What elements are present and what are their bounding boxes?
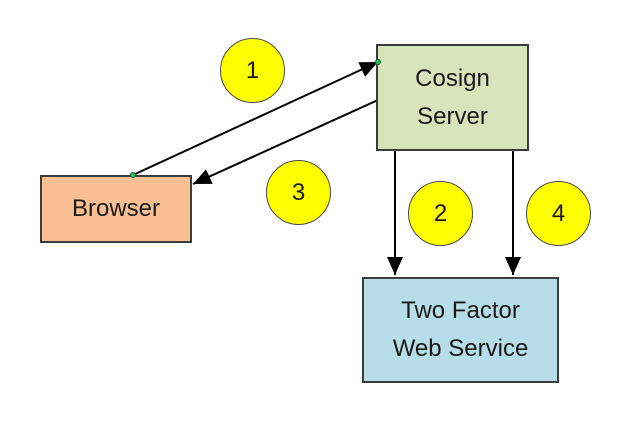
- browser-label: Browser: [71, 195, 161, 222]
- twofactor-label-line2: Web Service: [392, 335, 529, 362]
- browser-node: Browser: [40, 175, 192, 243]
- cosign-label-line2: Server: [417, 102, 488, 130]
- step-number-2: 2: [433, 199, 448, 227]
- twofactor-label-line1: Two Factor: [401, 297, 520, 324]
- connector-handle-cosign[interactable]: [375, 59, 381, 65]
- step-number-4: 4: [551, 199, 566, 227]
- step-badge-4: 4: [526, 181, 591, 246]
- step-badge-1: 1: [220, 38, 285, 103]
- connector-step-3: [192, 99, 379, 185]
- cosign-server-node: Cosign Server: [376, 44, 529, 151]
- step-badge-3: 3: [266, 160, 331, 225]
- connector-handle-browser[interactable]: [130, 172, 136, 178]
- cosign-label-line1: Cosign: [415, 64, 490, 92]
- step-number-3: 3: [291, 178, 306, 206]
- step-badge-2: 2: [408, 181, 473, 246]
- two-factor-web-service-node: Two Factor Web Service: [362, 277, 559, 383]
- step-number-1: 1: [245, 56, 260, 84]
- connector-step-1: [113, 61, 379, 190]
